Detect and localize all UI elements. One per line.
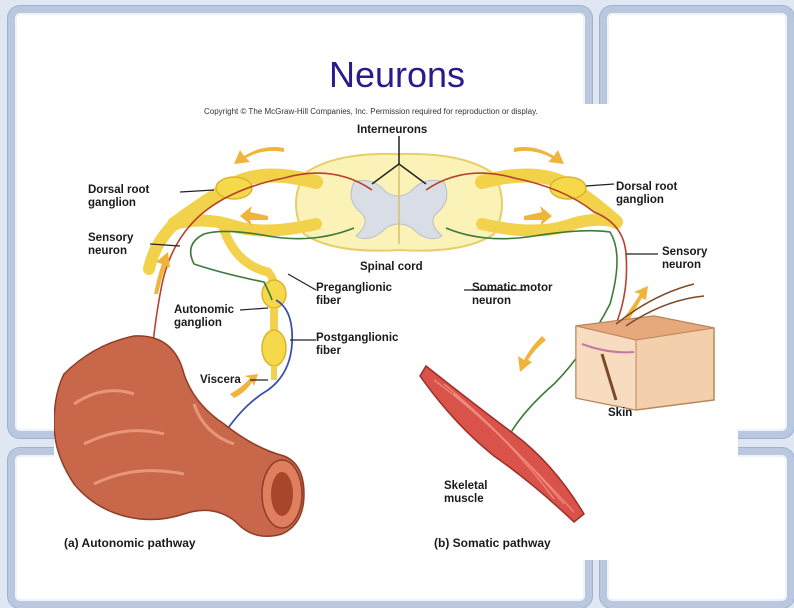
somatic-motor-nerve	[445, 227, 618, 435]
label-line: fiber	[316, 295, 341, 307]
label-somatic-motor-neuron: Somatic motor neuron	[472, 282, 553, 308]
neuron-pathways-figure: Copyright © The McGraw-Hill Companies, I…	[54, 104, 738, 560]
label-line: Sensory	[662, 246, 708, 258]
label-skeletal-muscle: Skeletal muscle	[444, 480, 487, 506]
label-preganglionic-fiber: Preganglionic fiber	[316, 282, 392, 308]
autonomic-ganglion	[261, 269, 287, 380]
label-pointers	[149, 183, 658, 381]
copyright-notice: Copyright © The McGraw-Hill Companies, I…	[204, 107, 538, 116]
label-line: neuron	[472, 295, 511, 307]
viscera-intestine	[54, 335, 305, 537]
label-sensory-neuron-right: Sensory neuron	[662, 246, 707, 272]
skeletal-muscle	[419, 364, 585, 523]
label-line: Postganglionic	[316, 332, 399, 344]
label-dorsal-root-ganglion-right: Dorsal root ganglion	[616, 181, 677, 207]
label-line: neuron	[88, 245, 127, 257]
motor-nerve-left	[189, 227, 355, 301]
label-line: ganglion	[616, 194, 664, 206]
left-dorsal-root-ganglion	[215, 176, 253, 200]
label-line: neuron	[662, 259, 701, 271]
interneuron-pointer	[371, 136, 427, 185]
label-line: Autonomic	[174, 304, 235, 316]
label-line: Sensory	[88, 232, 134, 244]
skin-block	[575, 283, 715, 411]
label-line: Skeletal	[444, 480, 488, 492]
label-line: fiber	[316, 345, 341, 357]
label-interneurons: Interneurons	[357, 124, 428, 136]
label-skin: Skin	[608, 407, 633, 419]
slide-title: Neurons	[328, 54, 466, 95]
label-line: ganglion	[174, 317, 222, 329]
label-postganglionic-fiber: Postganglionic fiber	[316, 332, 398, 358]
label-line: Dorsal root	[616, 181, 678, 193]
pathway-illustration	[54, 136, 715, 537]
label-autonomic-ganglion: Autonomic ganglion	[174, 304, 234, 330]
label-line: muscle	[444, 493, 484, 505]
caption-somatic-pathway: (b) Somatic pathway	[434, 536, 551, 550]
label-line: Preganglionic	[316, 282, 393, 294]
label-viscera: Viscera	[200, 374, 241, 386]
label-dorsal-root-ganglion-left: Dorsal root ganglion	[88, 184, 149, 210]
caption-autonomic-pathway: (a) Autonomic pathway	[64, 536, 196, 550]
label-line: ganglion	[88, 197, 136, 209]
label-line: Somatic motor	[472, 282, 553, 294]
label-line: Dorsal root	[88, 184, 150, 196]
label-spinal-cord: Spinal cord	[360, 261, 423, 273]
label-sensory-neuron-left: Sensory neuron	[88, 232, 133, 258]
